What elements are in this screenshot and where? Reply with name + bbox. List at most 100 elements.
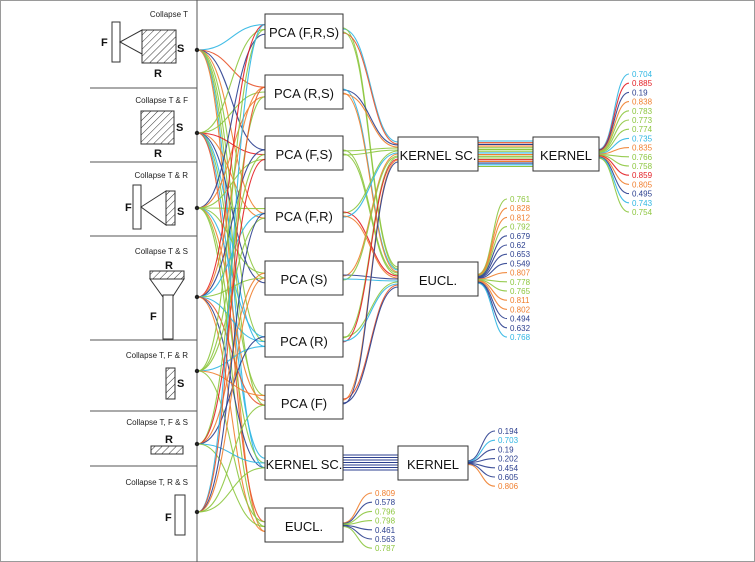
eucl-score: 0.768 [510, 333, 531, 342]
box-label: EUCL. [419, 273, 457, 288]
box-pca-fr: PCA (F,R) [264, 197, 344, 233]
eucl-score-curve [477, 281, 508, 320]
box-pca-r: PCA (R) [264, 322, 344, 358]
source-to-box-curve [197, 207, 266, 274]
eucl-bottom-score-curve [342, 520, 373, 526]
box-frame [264, 74, 344, 110]
axis-letter-r: R [165, 434, 173, 446]
kernel-top-score: 0.773 [632, 116, 653, 125]
eucl-score-curve [477, 279, 508, 283]
projection-triangle [140, 190, 167, 226]
axis-letter-f: F [125, 202, 132, 214]
kernel-top-score-curve [598, 101, 630, 152]
source-to-box-curve [197, 24, 266, 298]
eucl-score: 0.792 [510, 223, 531, 232]
box-frame [397, 261, 479, 297]
source-to-box-curve [197, 149, 266, 298]
source-to-box-curve [197, 207, 266, 464]
eucl-bottom-score-curve [342, 510, 373, 525]
kernel-top-score-curve [598, 110, 630, 153]
tensor-glyph-collapse-t-f-s: R [150, 434, 184, 455]
box-to-eucl-curve [342, 284, 399, 400]
eucl-bottom-score: 0.787 [375, 544, 396, 553]
box-to-eucl-curve [342, 286, 399, 404]
box-kernel-sc-left: KERNEL SC. [264, 445, 344, 481]
kernel-bottom-score: 0.19 [498, 445, 514, 454]
source-to-box-curve [197, 49, 266, 214]
eucl-score: 0.802 [510, 305, 531, 314]
eucl-score: 0.549 [510, 259, 531, 268]
source-to-box-curve [197, 212, 266, 298]
box-frame [397, 445, 469, 481]
box-frame [264, 135, 344, 171]
eucl-score-curve [477, 262, 508, 279]
eucl-score-curve [477, 272, 508, 280]
source-dot [194, 47, 200, 53]
kernel-bottom-score-curve [467, 463, 496, 487]
kernel-top-score: 0.766 [632, 153, 653, 162]
row-label-collapse-t-f-s: Collapse T, F & S [126, 418, 188, 427]
box-to-kernel-sc-curve [342, 152, 399, 218]
tensor-glyph-collapse-t-f: S R [140, 110, 183, 160]
source-dot [194, 130, 200, 136]
box-to-kernel-sc-curve [342, 153, 399, 277]
box-kernel-top: KERNEL [532, 136, 600, 172]
source-to-box-curve [197, 49, 266, 151]
source-to-box-curve [197, 404, 266, 513]
eucl-score: 0.761 [510, 195, 531, 204]
kernel-bottom-score: 0.703 [498, 436, 519, 445]
box-pca-fs: PCA (F,S) [264, 135, 344, 171]
source-to-box-curve [197, 277, 266, 513]
kernel-bottom-score-curve [467, 439, 496, 463]
box-to-kernel-sc-curve [342, 89, 399, 146]
source-dot [194, 368, 200, 374]
tensor-glyph-collapse-t-r-s: F [165, 494, 186, 536]
source-to-box-curve [197, 132, 266, 523]
box-frame [264, 197, 344, 233]
source-to-box-curve [197, 132, 266, 219]
box-to-kernel-sc-curve [342, 149, 399, 156]
kernel-top-score: 0.19 [632, 88, 648, 97]
kernel-bottom-score-curve [467, 462, 496, 469]
box-label: PCA (F,R) [275, 209, 333, 224]
kernel-top-score-curve [598, 154, 630, 167]
row-dividers [90, 87, 197, 467]
row-label-collapse-t-f: Collapse T & F [135, 96, 188, 105]
box-label: PCA (F,S) [275, 147, 332, 162]
box-frame [264, 260, 344, 296]
eucl-score: 0.811 [510, 296, 530, 305]
eucl-score: 0.62 [510, 241, 526, 250]
source-to-box-curve [197, 49, 266, 469]
kernel-bottom-score: 0.202 [498, 455, 519, 464]
eucl-bottom-score-curve [342, 501, 373, 525]
source-dot [194, 205, 200, 211]
axis-letter-r: R [154, 68, 162, 80]
source-to-box-curve [197, 24, 266, 51]
kernel-bottom-score-curve [467, 458, 496, 464]
row-labels: Collapse T Collapse T & F Collapse T & R… [125, 10, 188, 487]
source-dot [194, 509, 200, 515]
eucl-score: 0.632 [510, 324, 531, 333]
eucl-bottom-score: 0.809 [375, 489, 396, 498]
box-label: KERNEL SC. [266, 457, 343, 472]
axis-letter-s: S [177, 43, 184, 55]
box-frame [264, 507, 344, 543]
eucl-score-curve [477, 282, 508, 338]
box-label: KERNEL [407, 457, 459, 472]
source-dot [194, 441, 200, 447]
projection-triangle [149, 278, 185, 305]
kernel-top-score: 0.838 [632, 98, 653, 107]
tensor-slab [165, 367, 176, 400]
box-kernel-sc-mid: KERNEL SC. [397, 136, 479, 172]
kernel-bottom-score: 0.806 [498, 482, 519, 491]
source-to-box-curve [197, 49, 266, 406]
eucl-score-curve [477, 226, 508, 277]
mode-bar-f [111, 21, 121, 63]
tensor-glyph-collapse-t-r: F S [125, 184, 184, 230]
source-to-box-curve [197, 49, 266, 88]
box-frame [397, 136, 479, 172]
source-to-box-curve [197, 443, 266, 528]
axis-letter-r: R [165, 260, 173, 272]
kernel-top-score: 0.735 [632, 134, 653, 143]
